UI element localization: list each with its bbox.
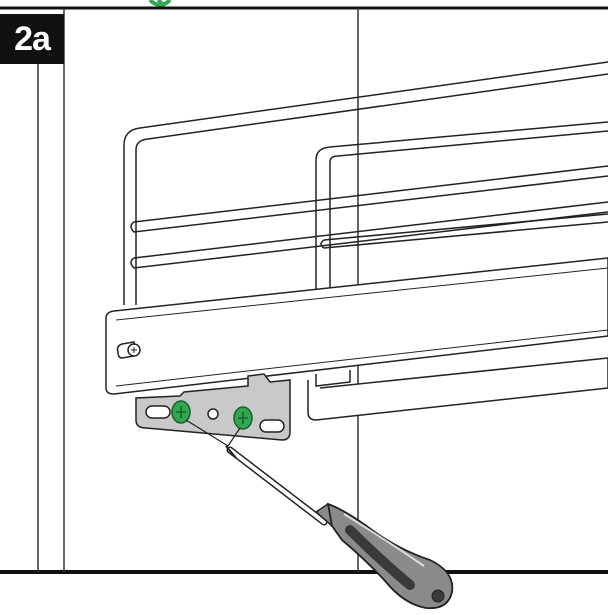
target-lines bbox=[185, 419, 241, 447]
bracket-slot-left bbox=[145, 405, 171, 419]
screw-icon bbox=[171, 400, 191, 424]
panel-fitting bbox=[116, 341, 141, 359]
screwdriver-icon bbox=[225, 445, 454, 610]
basket-front-frame bbox=[123, 61, 608, 305]
bracket-slot-right bbox=[259, 419, 285, 433]
runner-rail bbox=[307, 357, 608, 421]
bracket-hole bbox=[207, 408, 219, 420]
drawer-front-panel bbox=[105, 257, 608, 395]
rotation-arrow-icon bbox=[148, 0, 172, 8]
screw-icon bbox=[233, 406, 253, 430]
step-label: 2a bbox=[0, 14, 64, 64]
